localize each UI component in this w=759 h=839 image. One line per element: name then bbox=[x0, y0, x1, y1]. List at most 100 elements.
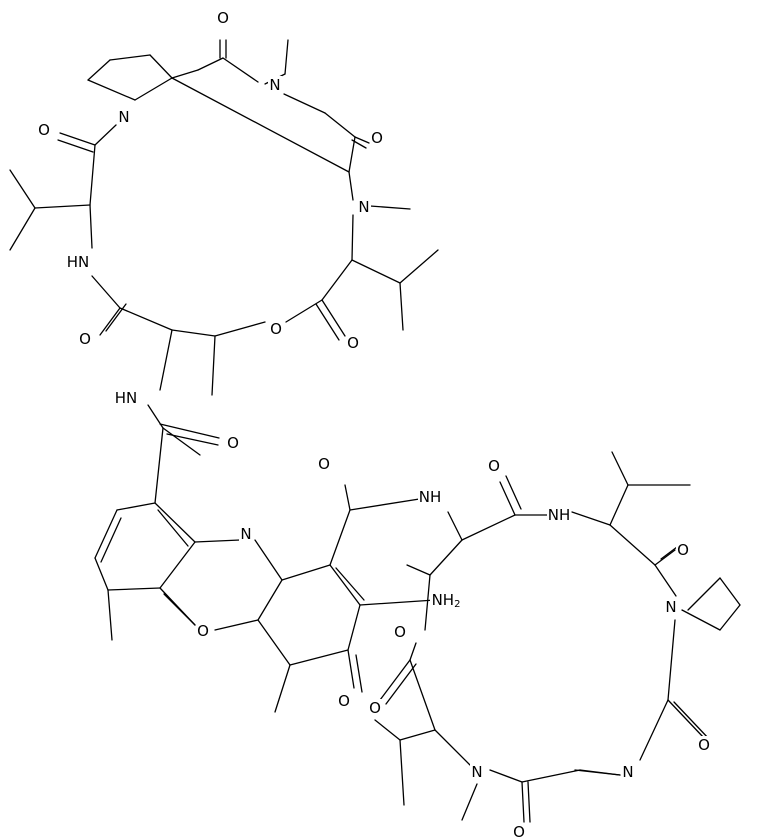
bond-line bbox=[159, 541, 196, 589]
bond-line bbox=[197, 57, 224, 71]
atom-symbol: O bbox=[227, 434, 239, 452]
bond-line bbox=[274, 664, 291, 713]
atom-symbol: N bbox=[665, 598, 676, 616]
bond-line bbox=[94, 509, 118, 559]
atom-symbol: O bbox=[347, 334, 359, 352]
atom-label-nh: NH bbox=[418, 488, 442, 506]
atom-symbol: HN bbox=[115, 389, 138, 407]
bond-line bbox=[354, 136, 370, 144]
bond-line bbox=[283, 93, 326, 114]
bond-line bbox=[461, 783, 478, 821]
bond-line bbox=[351, 259, 401, 284]
label-knockout bbox=[664, 598, 678, 616]
bond-line bbox=[159, 329, 173, 391]
bond-line bbox=[681, 609, 721, 631]
bond-line bbox=[99, 307, 121, 336]
bond-line bbox=[527, 781, 531, 823]
atom-label-n: N bbox=[357, 198, 371, 216]
bond-line bbox=[347, 604, 361, 651]
bond-line bbox=[254, 539, 283, 581]
bond-line bbox=[461, 514, 516, 541]
atom-symbol: NH2 bbox=[432, 591, 461, 610]
bond-line bbox=[109, 54, 151, 61]
bond-line bbox=[611, 451, 629, 486]
bond-line bbox=[329, 564, 361, 606]
bond-line bbox=[134, 77, 173, 101]
label-knockout bbox=[226, 434, 240, 452]
bond-line bbox=[434, 729, 471, 766]
label-knockout bbox=[393, 623, 407, 641]
bond-line bbox=[521, 769, 581, 783]
bond-line bbox=[107, 589, 113, 641]
bond-line bbox=[87, 59, 111, 81]
bond-line bbox=[399, 249, 439, 284]
bond-line bbox=[447, 511, 463, 541]
atom-label-o: O bbox=[337, 692, 351, 710]
atom-symbol: O bbox=[369, 699, 381, 717]
bond-line bbox=[344, 484, 351, 511]
label-knockout bbox=[268, 76, 282, 94]
bond-line bbox=[667, 619, 676, 701]
label-knockout bbox=[346, 334, 360, 352]
atom-subscript: 2 bbox=[454, 599, 460, 610]
bond-line bbox=[521, 781, 525, 823]
atom-label-o: O bbox=[487, 457, 501, 475]
atom-label-o: O bbox=[370, 129, 384, 147]
atom-symbol: O bbox=[270, 320, 282, 338]
atom-symbol: N bbox=[471, 763, 482, 781]
atom-symbol: O bbox=[79, 330, 91, 348]
atom-symbol: O bbox=[217, 9, 229, 27]
atom-symbol: O bbox=[677, 541, 689, 559]
atom-label-o: O bbox=[317, 455, 331, 473]
label-knockout bbox=[430, 591, 462, 609]
bond-line bbox=[315, 303, 340, 341]
bond-line bbox=[329, 509, 351, 566]
atom-label-o: O bbox=[368, 699, 382, 717]
bond-line bbox=[667, 699, 705, 739]
bond-line bbox=[609, 524, 656, 566]
label-knockout bbox=[676, 541, 690, 559]
bond-line bbox=[348, 136, 356, 173]
bond-line bbox=[105, 303, 127, 332]
label-knockout bbox=[239, 525, 253, 543]
bond-line bbox=[424, 574, 431, 631]
label-knockout bbox=[487, 457, 501, 475]
bond-line bbox=[154, 427, 164, 504]
atom-label-o: O bbox=[196, 622, 210, 640]
atom-symbol: N bbox=[622, 763, 633, 781]
bond-line bbox=[59, 132, 96, 146]
bond-line bbox=[673, 701, 711, 741]
bond-line bbox=[171, 329, 216, 337]
label-knockout bbox=[370, 129, 384, 147]
bond-line bbox=[359, 599, 436, 606]
atom-label-o: O bbox=[269, 320, 283, 338]
atom-label-nh: NH bbox=[547, 506, 571, 524]
atom-label-o: O bbox=[697, 736, 711, 754]
bond-line bbox=[222, 57, 259, 83]
bond-line bbox=[257, 579, 283, 621]
bond-line bbox=[94, 124, 117, 146]
atom-symbol: N bbox=[358, 198, 369, 216]
bond-line bbox=[348, 171, 354, 201]
label-knockout bbox=[512, 823, 526, 839]
atom-symbol: O bbox=[513, 823, 525, 839]
bond-line bbox=[94, 557, 109, 591]
atom-label-hn: HN bbox=[66, 253, 90, 271]
atom-label-o: O bbox=[512, 823, 526, 839]
label-knockout bbox=[66, 253, 90, 271]
bond-line bbox=[399, 739, 405, 806]
atom-label-o: O bbox=[676, 541, 690, 559]
bond-line bbox=[321, 259, 353, 301]
bond-line bbox=[100, 517, 122, 563]
bond-line bbox=[499, 481, 516, 516]
atom-symbol: O bbox=[318, 455, 330, 473]
bond-line bbox=[162, 427, 201, 456]
bond-line bbox=[57, 139, 94, 153]
label-knockout bbox=[37, 121, 51, 139]
bond-line bbox=[489, 769, 523, 783]
bond-line bbox=[284, 39, 289, 75]
atom-label-o: O bbox=[216, 9, 230, 27]
label-knockout bbox=[547, 506, 571, 524]
bond-line bbox=[89, 144, 96, 206]
